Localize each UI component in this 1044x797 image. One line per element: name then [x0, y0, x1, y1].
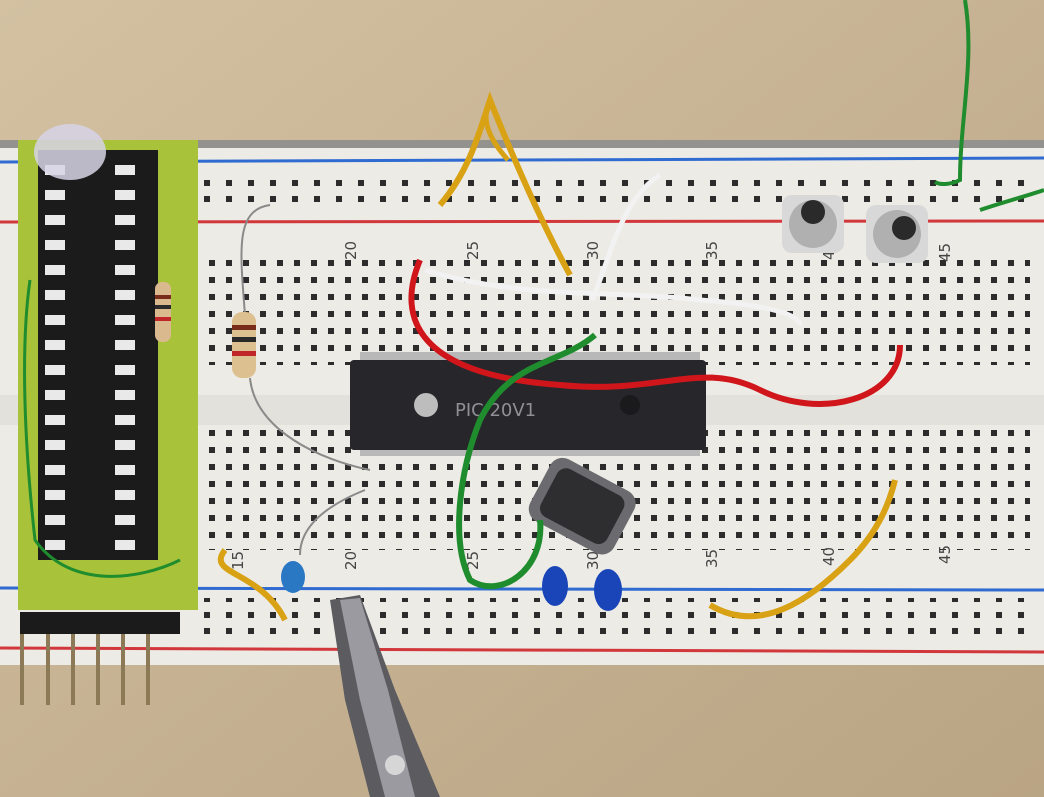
- row-number-bottom-5: 40: [820, 547, 838, 566]
- row-numbers-bottom: 15 20 25 30 35 40 45: [229, 545, 954, 570]
- row-number-bottom-1: 20: [342, 551, 360, 570]
- potentiometer-left: [782, 195, 844, 253]
- row-number-top-5: 45: [936, 243, 954, 262]
- potentiometer-right: [866, 205, 928, 263]
- capacitor-left: [542, 566, 568, 606]
- pin-header: [20, 612, 180, 634]
- alligator-clip: [330, 595, 440, 797]
- row-number-bottom-6: 45: [936, 545, 954, 564]
- row-number-top-2: 30: [584, 241, 602, 260]
- chip-body: [350, 360, 706, 450]
- red-wire: [408, 258, 903, 407]
- green-wire: [456, 332, 597, 590]
- yellow-wire-left: [217, 548, 288, 622]
- chip-dot: [414, 393, 438, 417]
- breadboard-resistor: [232, 204, 371, 471]
- green-wire-top-right: [933, 0, 971, 187]
- led: [34, 124, 106, 180]
- green-wire-right-edge: [979, 188, 1044, 212]
- pcb-adapter: [18, 124, 198, 705]
- row-number-bottom-2: 25: [464, 551, 482, 570]
- microcontroller-chip: PIC 20V1: [350, 352, 706, 456]
- chip-marking: PIC 20V1: [455, 400, 536, 421]
- bottom-red-rail-line: [0, 646, 1044, 654]
- white-wire-horizontal: [424, 267, 803, 326]
- row-number-bottom-3: 30: [584, 551, 602, 570]
- row-number-top-1: 25: [464, 241, 482, 260]
- row-number-bottom-0: 15: [229, 551, 247, 570]
- white-wire-vertical: [589, 172, 662, 302]
- pcb-resistor: [155, 282, 171, 342]
- capacitor-small: [281, 561, 305, 593]
- capacitor-right: [594, 569, 622, 611]
- yellow-wire-bottom-right: [708, 479, 898, 620]
- socket-pins: [45, 165, 135, 550]
- row-number-top-3: 35: [703, 241, 721, 260]
- row-number-top-0: 20: [342, 241, 360, 260]
- yellow-wire-top: [437, 91, 573, 277]
- row-number-bottom-4: 35: [703, 549, 721, 568]
- top-terminal-holes: [200, 255, 1030, 365]
- pcb-green-wire: [23, 279, 181, 578]
- capacitor-lead: [299, 489, 366, 556]
- header-pins: [20, 634, 150, 705]
- crystal-oscillator: [528, 457, 636, 555]
